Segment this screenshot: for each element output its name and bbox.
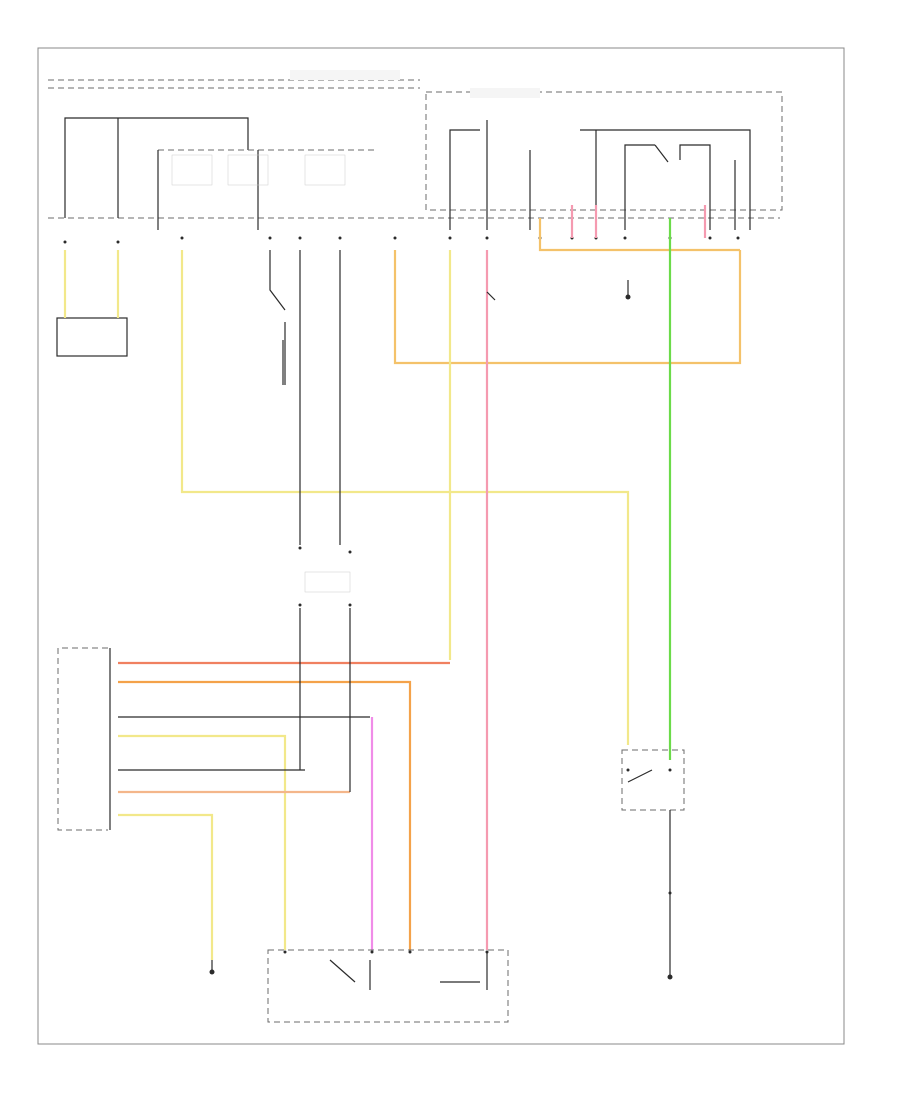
connector-pins bbox=[63, 236, 740, 244]
ground-g1 bbox=[209, 960, 215, 975]
wire-cluster-yellow bbox=[118, 734, 287, 950]
instrument-cluster bbox=[57, 647, 111, 831]
wire-yellow-brake bbox=[180, 250, 630, 745]
junction-block bbox=[56, 250, 128, 357]
wire-orange-loop bbox=[393, 250, 742, 365]
ground-g3 bbox=[667, 974, 673, 980]
wire-cluster-orange bbox=[118, 680, 412, 950]
ground-g2 bbox=[625, 280, 631, 300]
wire-orange-bus bbox=[538, 218, 740, 252]
fuse-box-subtitle bbox=[470, 88, 540, 98]
battery-feed bbox=[64, 117, 378, 230]
fuse-relay-box bbox=[48, 70, 783, 219]
brake-switch bbox=[621, 749, 685, 975]
fuse-box-title bbox=[290, 70, 400, 80]
wire-cluster-yellow2 bbox=[118, 813, 214, 960]
shift-interlock-switch bbox=[298, 250, 352, 792]
bottom-switch-assembly bbox=[267, 949, 509, 1023]
diagram-frame bbox=[37, 47, 845, 1045]
inline-switch bbox=[269, 250, 286, 385]
wire-splice-marks bbox=[486, 291, 672, 895]
relay-section bbox=[449, 120, 751, 230]
